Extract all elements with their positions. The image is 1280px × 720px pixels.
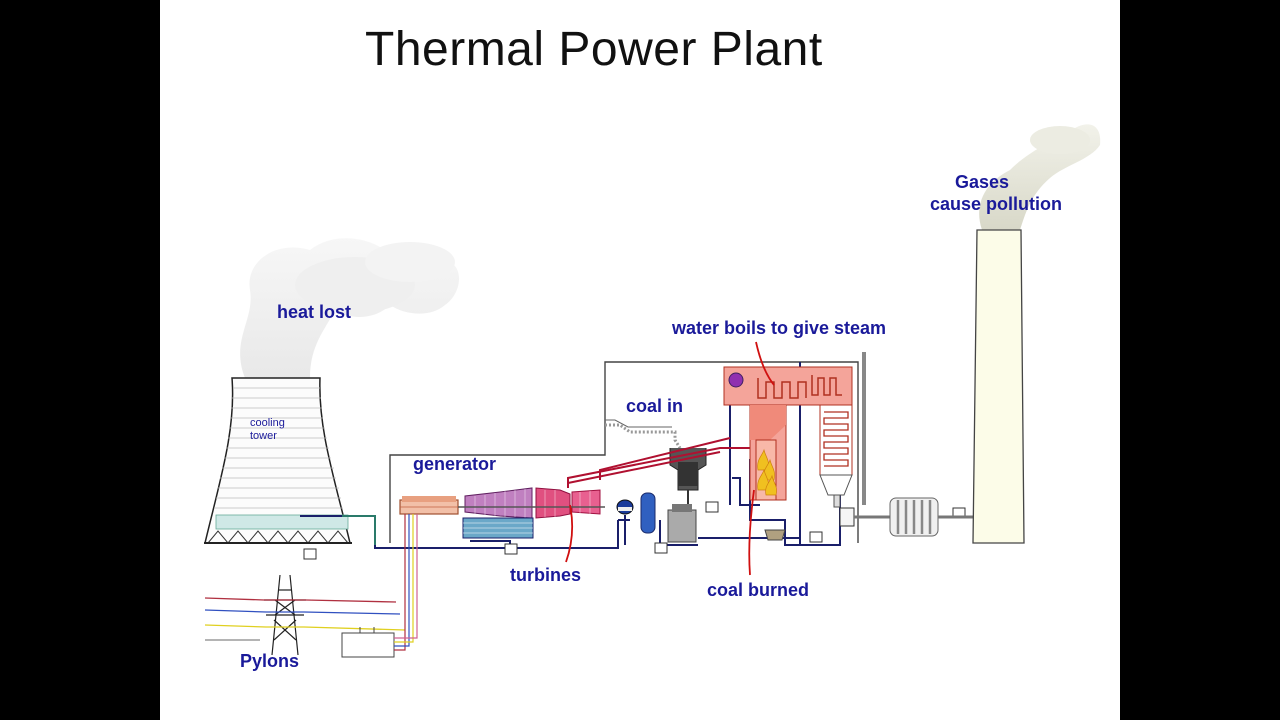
cooling-tower-steam — [240, 238, 460, 378]
generator-cables — [394, 514, 418, 651]
label-turbines: turbines — [510, 565, 581, 585]
coal-mill — [667, 448, 707, 543]
pumps — [303, 501, 966, 560]
chimney-smoke — [979, 124, 1101, 230]
label-cooling-tower-line2: tower — [250, 430, 277, 442]
turbines — [458, 487, 605, 519]
slide-title: Thermal Power Plant — [365, 23, 823, 76]
cooling-tower — [204, 377, 352, 544]
label-water-boils: water boils to give steam — [671, 318, 886, 338]
slide: Thermal Power Plant — [160, 0, 1120, 720]
generator — [399, 496, 459, 515]
boiler — [723, 352, 866, 541]
label-cooling-tower-line1: cooling — [250, 417, 285, 429]
power-plant-diagram: heat lost cooling tower generator turbin… — [204, 124, 1101, 671]
condenser — [462, 517, 534, 539]
condenser-pipe — [342, 515, 376, 545]
pylon — [264, 574, 306, 656]
coal-conveyor — [605, 419, 682, 449]
label-coal-in: coal in — [626, 396, 683, 416]
label-gases-line2: cause pollution — [930, 194, 1062, 214]
label-coal-burned: coal burned — [707, 580, 809, 600]
precipitator — [839, 497, 974, 537]
label-heat-lost: heat lost — [277, 302, 351, 322]
feedwater-tanks — [616, 492, 656, 545]
label-pylons: Pylons — [240, 651, 299, 671]
label-gases-line1: Gases — [955, 172, 1009, 192]
steam-pipes — [567, 437, 760, 488]
power-lines — [204, 597, 406, 641]
chimney — [972, 229, 1025, 544]
transformer — [341, 627, 395, 658]
label-pointers — [565, 341, 775, 576]
label-generator: generator — [413, 454, 496, 474]
